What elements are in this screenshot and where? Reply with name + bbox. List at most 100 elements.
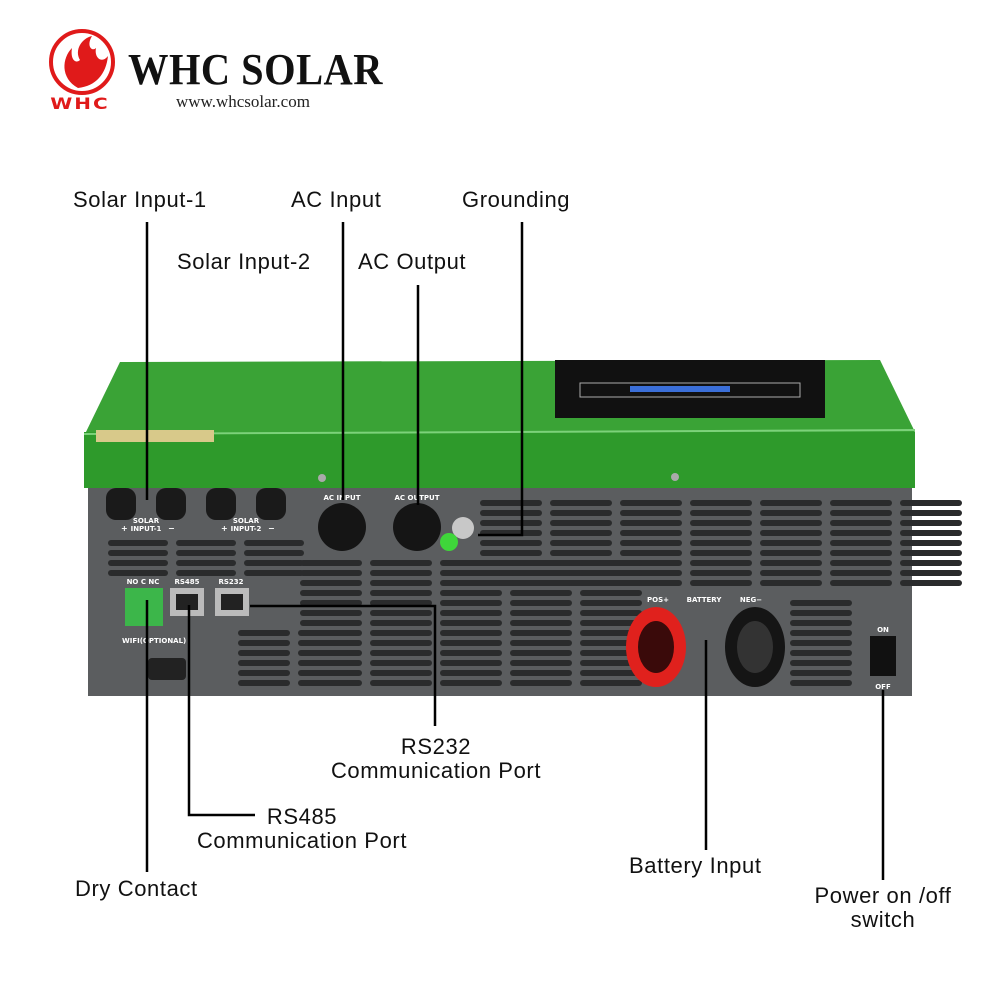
vent-slot — [510, 600, 572, 606]
vent-slot — [440, 670, 502, 676]
vent-slot — [440, 580, 502, 586]
dry-contact-terminal — [125, 588, 163, 626]
vent-slot — [900, 560, 962, 566]
vent-slot — [244, 550, 304, 556]
vent-slot — [580, 680, 642, 686]
svg-text:−: − — [268, 524, 275, 533]
vent-slot — [510, 590, 572, 596]
vent-slot — [370, 670, 432, 676]
vent-slot — [298, 660, 350, 666]
svg-text:INPUT-1: INPUT-1 — [131, 525, 162, 533]
svg-text:POS+: POS+ — [647, 596, 669, 604]
vent-slot — [580, 670, 642, 676]
vent-slot — [620, 520, 682, 526]
vent-slot — [580, 660, 642, 666]
vent-slot — [238, 670, 290, 676]
callout-rs485-line1: RS485 — [266, 804, 338, 829]
vent-slot — [300, 570, 362, 576]
vent-slot — [760, 560, 822, 566]
vent-slot — [690, 510, 752, 516]
vent-slot — [510, 620, 572, 626]
vent-slot — [830, 520, 892, 526]
vent-slot — [440, 630, 502, 636]
vent-slot — [550, 530, 612, 536]
vent-slot — [620, 530, 682, 536]
vent-slot — [244, 560, 304, 566]
vent-slot — [690, 540, 752, 546]
callout-rs232-line1: RS232 — [400, 734, 472, 759]
warning-sticker — [96, 430, 214, 442]
ac-output-gland — [393, 503, 441, 551]
vent-slot — [900, 530, 962, 536]
svg-text:WHC: WHC — [50, 95, 109, 114]
vent-slot — [300, 620, 362, 626]
vent-slot — [440, 610, 502, 616]
vent-slot — [690, 550, 752, 556]
vent-slot — [760, 510, 822, 516]
vent-slot — [238, 640, 290, 646]
vent-slot — [176, 560, 236, 566]
vent-slot — [440, 620, 502, 626]
vent-slot — [480, 550, 542, 556]
vent-slot — [580, 560, 642, 566]
vent-slot — [830, 560, 892, 566]
vent-slot — [510, 560, 572, 566]
vent-slot — [300, 580, 362, 586]
vent-slot — [790, 640, 852, 646]
vent-slot — [370, 630, 432, 636]
vent-slot — [238, 650, 290, 656]
vent-slot — [580, 570, 642, 576]
vent-slot — [900, 540, 962, 546]
vent-slot — [300, 560, 362, 566]
callout-power-line2: switch — [850, 907, 916, 932]
vent-slot — [790, 610, 852, 616]
svg-text:BATTERY: BATTERY — [687, 596, 723, 604]
vent-slot — [108, 550, 168, 556]
power-switch[interactable] — [870, 636, 896, 676]
vent-slot — [238, 660, 290, 666]
callout-solar-input-2: Solar Input-2 — [177, 249, 311, 274]
vent-slot — [298, 670, 350, 676]
vent-slot — [580, 580, 642, 586]
vent-slot — [370, 590, 432, 596]
vent-slot — [244, 540, 304, 546]
vent-slot — [900, 580, 962, 586]
vent-slot — [760, 540, 822, 546]
callout-dry-contact: Dry Contact — [75, 876, 198, 901]
vent-slot — [108, 540, 168, 546]
vent-slot — [550, 500, 612, 506]
vent-slot — [370, 680, 432, 686]
brand-website[interactable]: www.whcsolar.com — [176, 92, 310, 111]
vent-slot — [370, 580, 432, 586]
vent-slot — [480, 510, 542, 516]
vent-slot — [370, 640, 432, 646]
vent-slot — [760, 580, 822, 586]
vent-slot — [580, 590, 642, 596]
vent-slot — [790, 650, 852, 656]
vent-slot — [620, 500, 682, 506]
callout-power-line1: Power on /off — [814, 883, 952, 908]
vent-slot — [238, 680, 290, 686]
vent-slot — [830, 550, 892, 556]
wifi-port[interactable] — [148, 658, 186, 680]
vent-slot — [298, 630, 350, 636]
vent-slot — [510, 680, 572, 686]
vent-slot — [510, 640, 572, 646]
vent-slot — [244, 570, 304, 576]
vent-slot — [440, 570, 502, 576]
vent-slot — [440, 650, 502, 656]
vent-slot — [510, 580, 572, 586]
vent-slot — [690, 530, 752, 536]
svg-text:SOLAR: SOLAR — [233, 517, 260, 525]
callout-battery-input: Battery Input — [629, 853, 762, 878]
vent-slot — [370, 560, 432, 566]
vent-slot — [760, 520, 822, 526]
vent-slot — [830, 530, 892, 536]
callout-rs485-line2: Communication Port — [196, 828, 408, 853]
svg-text:SOLAR: SOLAR — [133, 517, 160, 525]
vent-slot — [480, 540, 542, 546]
vent-slot — [176, 550, 236, 556]
vent-slot — [790, 620, 852, 626]
vent-slot — [370, 620, 432, 626]
